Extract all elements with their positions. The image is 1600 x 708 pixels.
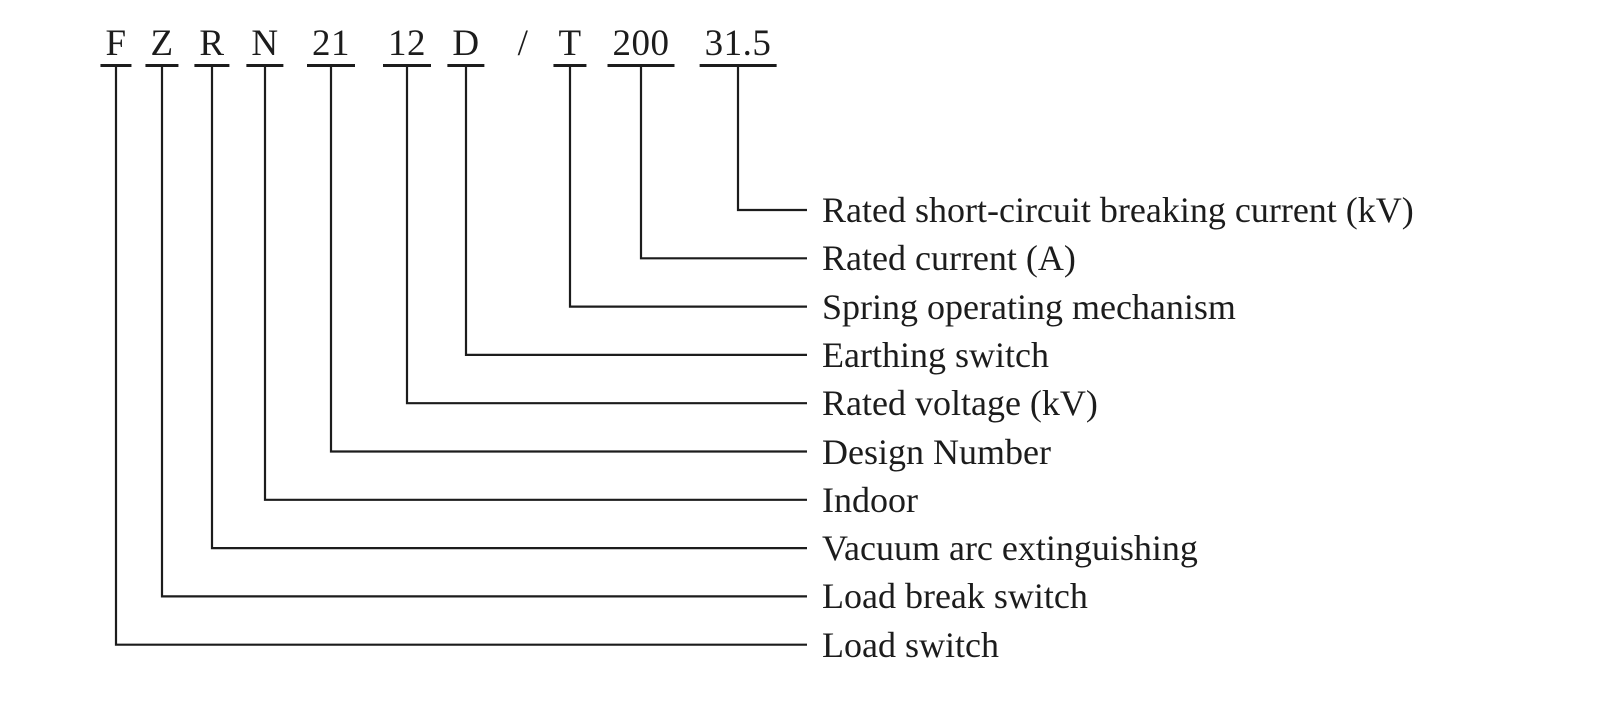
connector-line — [464, 66, 807, 356]
connector-line — [736, 66, 807, 212]
code-segment: 31.5 — [699, 24, 777, 67]
callout-label: Earthing switch — [822, 334, 1049, 375]
callout-label: Rated short-circuit breaking current (kV… — [822, 190, 1414, 230]
callout-label: Rated voltage (kV) — [822, 383, 1098, 424]
connector-line — [639, 66, 807, 260]
code-segment: 21 — [307, 24, 355, 67]
callout-label: Spring operating mechanism — [822, 286, 1236, 327]
code-segment: D — [447, 24, 485, 67]
connector-line — [568, 66, 807, 308]
code-segment: N — [246, 24, 284, 67]
code-separator: / — [517, 23, 529, 64]
code-segment: T — [553, 24, 587, 67]
callout-label: Vacuum arc extinguishing — [822, 528, 1198, 569]
callout-label: Indoor — [822, 479, 918, 520]
connector-line — [263, 66, 807, 501]
callout-label: Design Number — [822, 431, 1051, 472]
callout-label: Rated current (A) — [822, 238, 1076, 279]
connector-line — [329, 66, 807, 453]
code-segment: R — [194, 24, 230, 67]
callout-label: Load break switch — [822, 576, 1088, 617]
connector-line — [210, 66, 807, 550]
connector-line — [405, 66, 807, 405]
code-segment: F — [100, 24, 132, 67]
connector-line — [160, 66, 807, 598]
code-segment: 200 — [607, 24, 675, 67]
callout-label: Load switch — [822, 624, 999, 665]
code-segment: Z — [145, 24, 179, 67]
connector-line — [114, 66, 807, 646]
code-segment: 12 — [383, 24, 431, 67]
